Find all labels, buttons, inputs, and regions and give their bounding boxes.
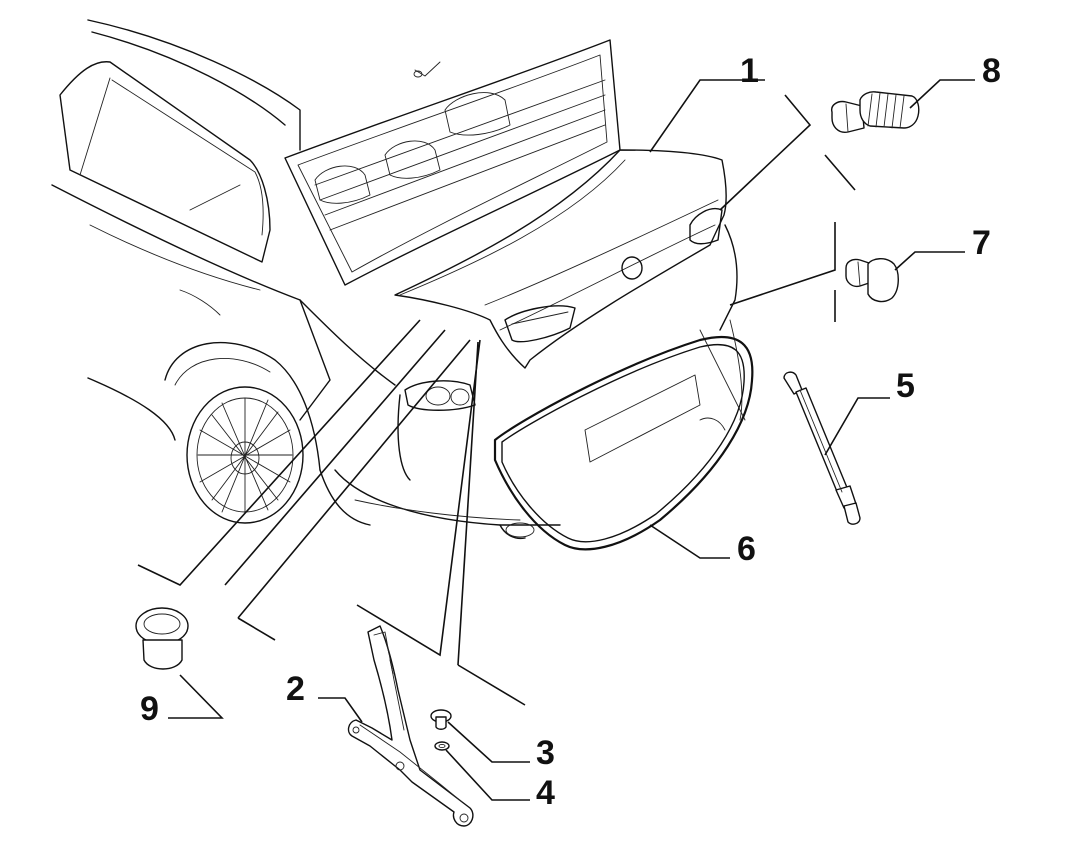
callout-numbers: 1 2 3 4 5 6 7 8 9 [140, 52, 1001, 812]
callout-1: 1 [740, 52, 759, 90]
callout-9: 9 [140, 690, 159, 728]
part-4-washer [434, 741, 450, 751]
rear-window [284, 39, 621, 286]
callout-4: 4 [536, 774, 555, 812]
callout-5: 5 [896, 367, 915, 405]
callout-8: 8 [982, 52, 1001, 90]
part-5-gas-strut [783, 371, 861, 525]
rear-wheel [186, 386, 304, 524]
trunk-seal [493, 335, 754, 551]
callout-7: 7 [972, 224, 991, 262]
trunk-lid [394, 149, 727, 369]
part-3-bolt [430, 709, 452, 730]
badge-emblem [621, 256, 643, 280]
part-2-hinge [347, 625, 474, 827]
callout-6: 6 [737, 530, 756, 568]
part-7-plug [845, 258, 899, 303]
part-8-bump-stop [831, 91, 920, 133]
taillight [404, 380, 476, 411]
part-9-grommet [135, 607, 189, 670]
callout-3: 3 [536, 734, 555, 772]
callout-2: 2 [286, 670, 305, 708]
car-body-outline [51, 19, 746, 540]
leader-lines [137, 79, 975, 801]
